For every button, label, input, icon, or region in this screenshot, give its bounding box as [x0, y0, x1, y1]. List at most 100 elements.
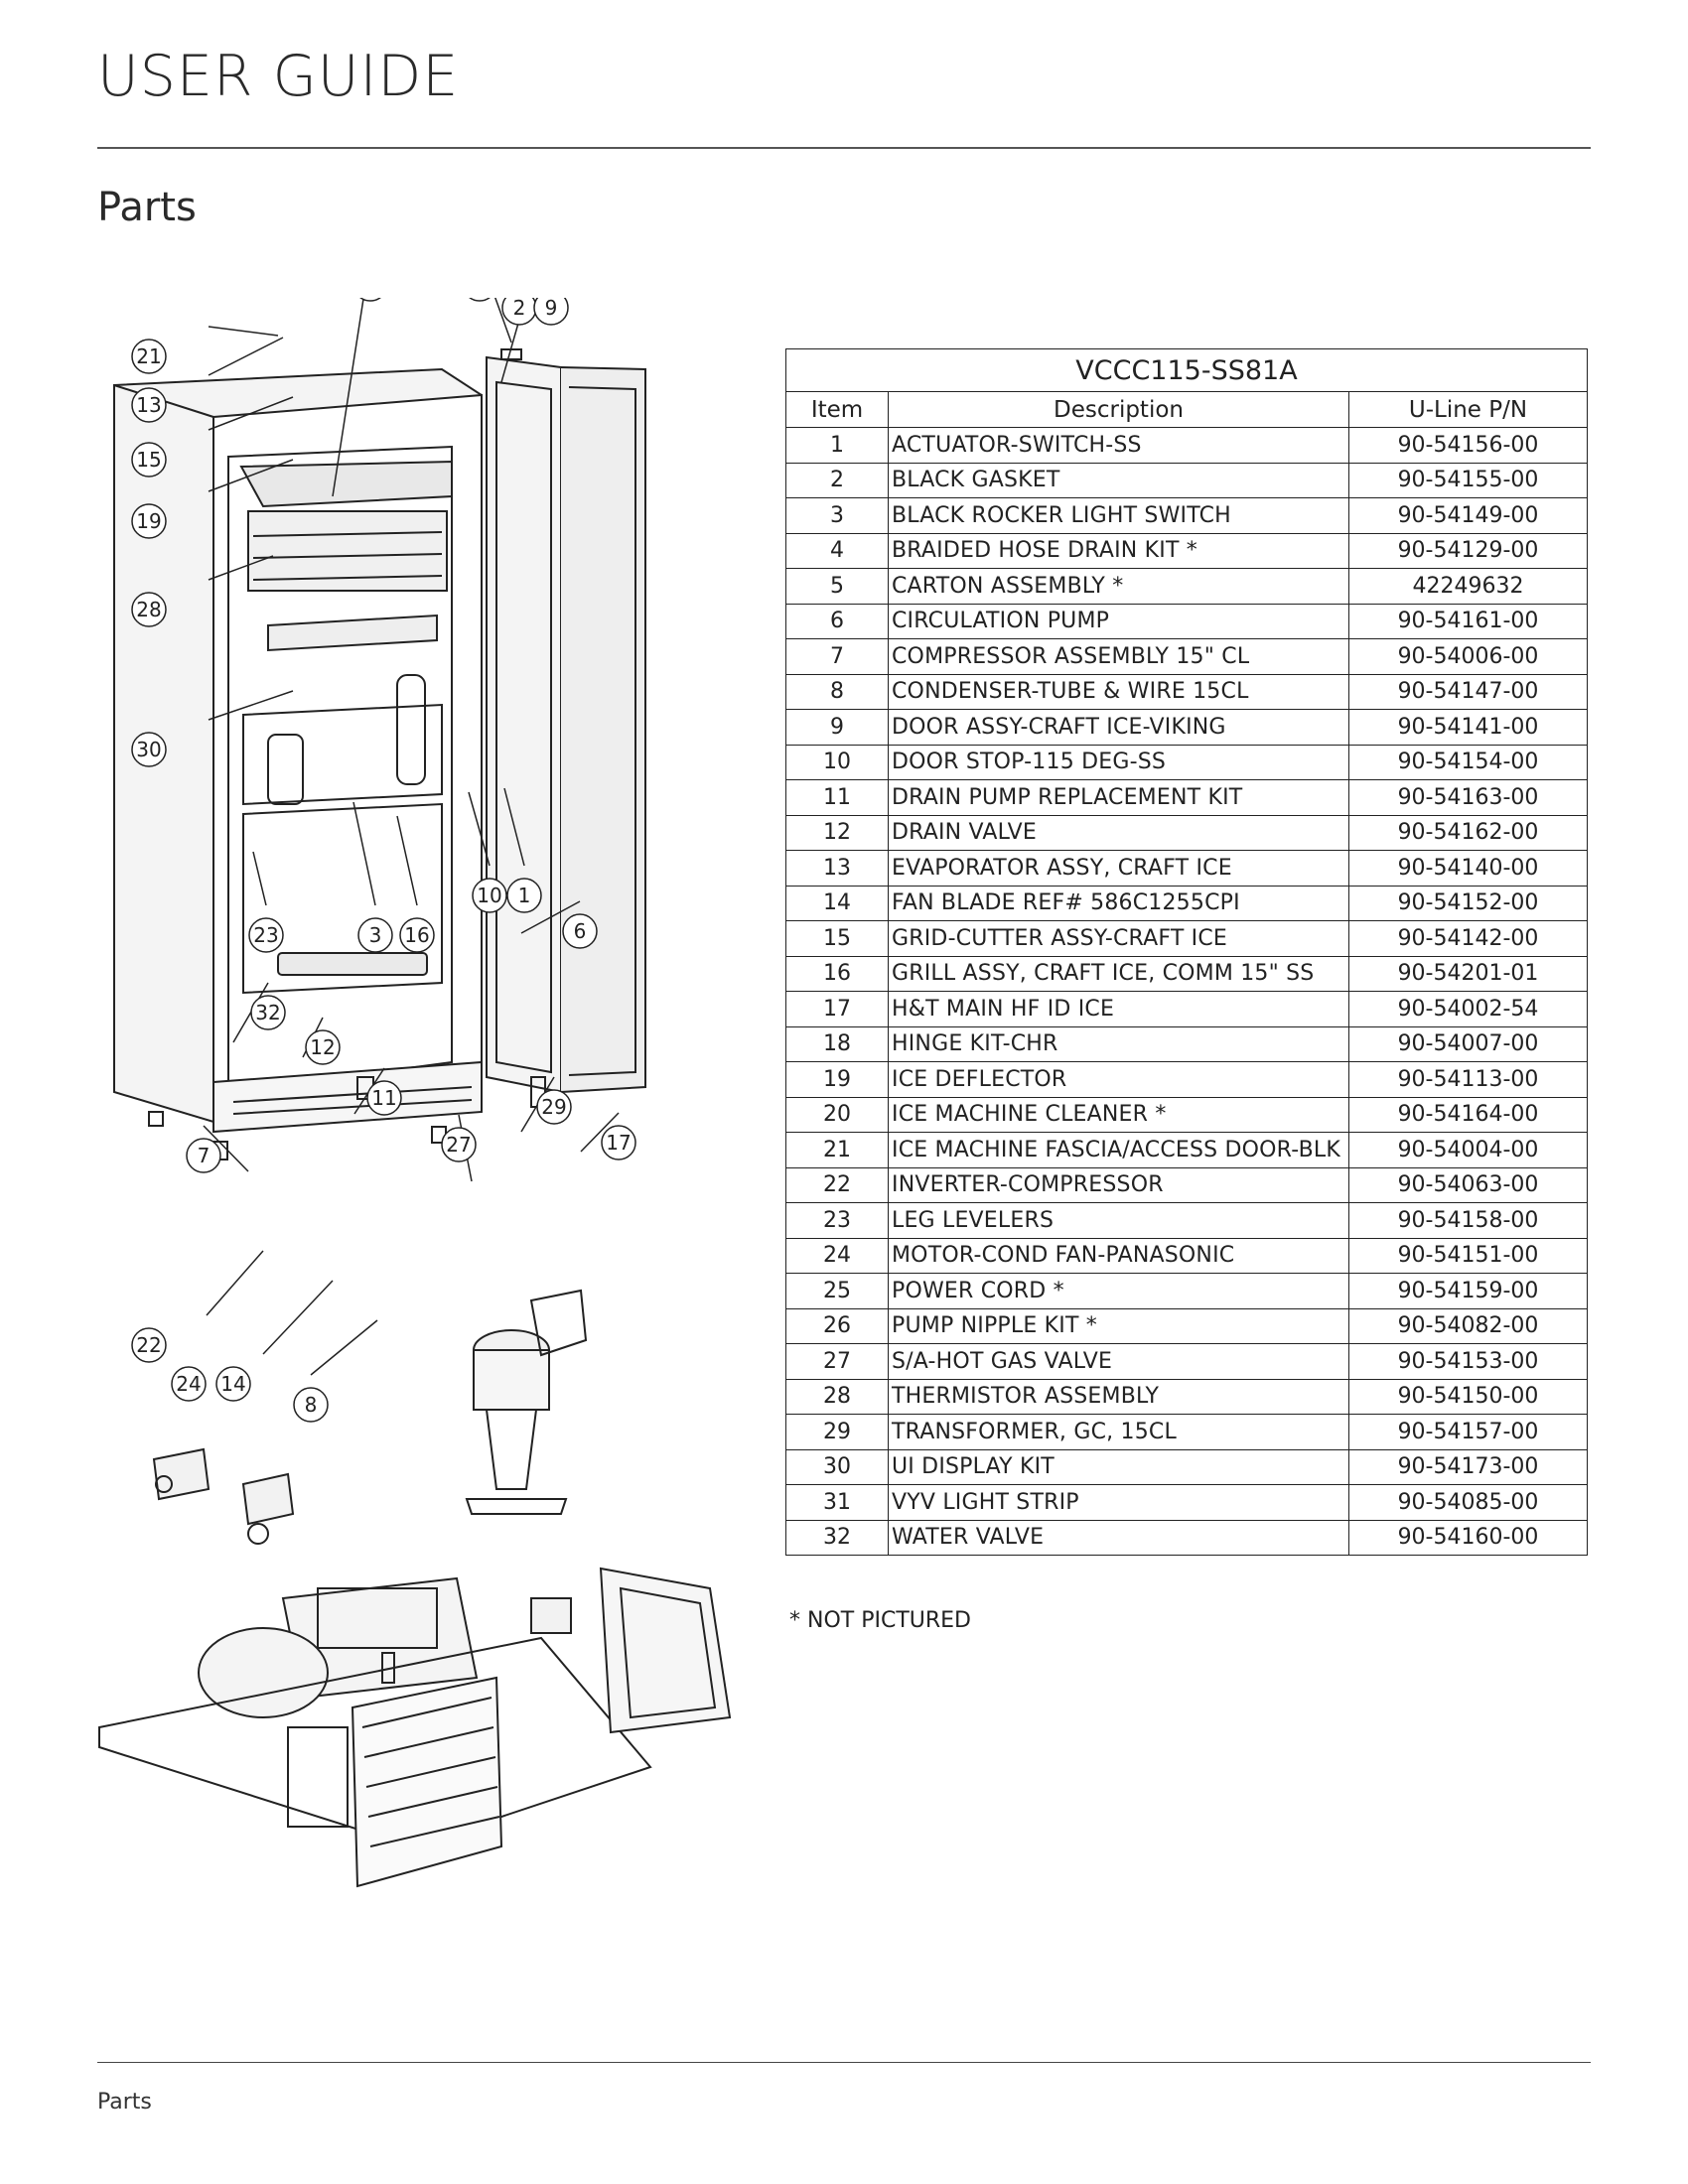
table-cell-item: 13 [785, 850, 889, 887]
callout-circle [536, 1089, 572, 1125]
callout-circle [131, 503, 167, 539]
callout-label: 3 [369, 923, 382, 947]
callout-label: 19 [136, 509, 161, 533]
table-cell-part-number: 90-54004-00 [1348, 1132, 1588, 1168]
callout-circle [131, 1327, 167, 1363]
table-cell-item: 11 [785, 779, 889, 816]
callout-label: 14 [220, 1372, 245, 1396]
table-cell-item: 29 [785, 1414, 889, 1450]
table-cell-description: DOOR ASSY-CRAFT ICE-VIKING [888, 709, 1349, 746]
table-cell-part-number: 90-54085-00 [1348, 1484, 1588, 1521]
table-cell-description: ICE DEFLECTOR [888, 1061, 1349, 1098]
model-number-header: VCCC115-SS81A [785, 348, 1588, 392]
table-cell-item: 26 [785, 1307, 889, 1344]
table-cell-item: 28 [785, 1378, 889, 1415]
components-drawing [98, 1289, 732, 1888]
table-cell-item: 32 [785, 1519, 889, 1556]
callout-circle [562, 913, 598, 949]
table-cell-item: 14 [785, 885, 889, 921]
table-cell-item: 27 [785, 1343, 889, 1380]
table-cell-part-number: 90-54201-01 [1348, 955, 1588, 992]
table-cell-part-number: 90-54151-00 [1348, 1237, 1588, 1274]
table-cell-description: H&T MAIN HF ID ICE [888, 991, 1349, 1027]
table-cell-part-number: 90-54002-54 [1348, 991, 1588, 1027]
table-cell-description: DOOR STOP-115 DEG-SS [888, 744, 1349, 780]
callout-circle [366, 1080, 402, 1116]
table-cell-description: GRILL ASSY, CRAFT ICE, COMM 15" SS [888, 955, 1349, 992]
table-cell-description: GRID-CUTTER ASSY-CRAFT ICE [888, 920, 1349, 957]
table-cell-item: 21 [785, 1132, 889, 1168]
callout-label: 24 [176, 1372, 201, 1396]
table-cell-description: HINGE KIT-CHR [888, 1025, 1349, 1062]
callout-label: 32 [255, 1001, 280, 1024]
callout-circle [250, 995, 286, 1030]
not-pictured-footnote: * NOT PICTURED [789, 1608, 971, 1633]
table-cell-part-number: 90-54149-00 [1348, 497, 1588, 534]
table-cell-item: 19 [785, 1061, 889, 1098]
column-header-item: Item [785, 391, 889, 428]
callout-circle [469, 298, 491, 302]
callout-circle [293, 1387, 329, 1423]
table-cell-part-number: 90-54150-00 [1348, 1378, 1588, 1415]
table-cell-item: 2 [785, 462, 889, 498]
callout-circle [441, 1127, 477, 1162]
table-cell-item: 5 [785, 568, 889, 605]
table-cell-item: 20 [785, 1096, 889, 1133]
table-cell-description: S/A-HOT GAS VALVE [888, 1343, 1349, 1380]
callout-label: 2 [513, 298, 526, 320]
table-cell-description: BLACK GASKET [888, 462, 1349, 498]
callout-circle [506, 878, 542, 913]
table-cell-part-number: 90-54164-00 [1348, 1096, 1588, 1133]
parts-exploded-diagram: 3118292113151928301012331663212112972717… [98, 298, 732, 1888]
table-cell-description: BLACK ROCKER LIGHT SWITCH [888, 497, 1349, 534]
table-cell-description: EVAPORATOR ASSY, CRAFT ICE [888, 850, 1349, 887]
callout-circle [215, 1366, 251, 1402]
table-cell-part-number: 90-54157-00 [1348, 1414, 1588, 1450]
callout-label: 23 [253, 923, 278, 947]
footer-divider [97, 2062, 1591, 2063]
table-cell-part-number: 90-54142-00 [1348, 920, 1588, 957]
callout-label: 28 [136, 598, 161, 621]
callout-circle [359, 298, 381, 302]
table-cell-item: 17 [785, 991, 889, 1027]
callout-circle [357, 917, 393, 953]
column-header-description: Description [888, 391, 1349, 428]
table-cell-item: 18 [785, 1025, 889, 1062]
header-divider [97, 147, 1591, 149]
table-cell-description: DRAIN PUMP REPLACEMENT KIT [888, 779, 1349, 816]
callout-label: 1 [518, 884, 531, 907]
table-cell-part-number: 90-54158-00 [1348, 1202, 1588, 1239]
table-cell-part-number: 90-54063-00 [1348, 1166, 1588, 1203]
section-title: Parts [97, 185, 197, 230]
callout-label: 30 [136, 738, 161, 761]
callout-circle [533, 298, 569, 326]
table-cell-part-number: 90-54140-00 [1348, 850, 1588, 887]
table-cell-description: LEG LEVELERS [888, 1202, 1349, 1239]
table-cell-description: BRAIDED HOSE DRAIN KIT * [888, 532, 1349, 569]
table-cell-description: UI DISPLAY KIT [888, 1448, 1349, 1485]
table-cell-item: 23 [785, 1202, 889, 1239]
table-cell-description: PUMP NIPPLE KIT * [888, 1307, 1349, 1344]
table-cell-description: ICE MACHINE FASCIA/ACCESS DOOR-BLK [888, 1132, 1349, 1168]
table-cell-part-number: 90-54113-00 [1348, 1061, 1588, 1098]
callout-label: 6 [574, 919, 587, 943]
table-cell-description: FAN BLADE REF# 586C1255CPI [888, 885, 1349, 921]
table-cell-description: COMPRESSOR ASSEMBLY 15" CL [888, 638, 1349, 675]
table-cell-description: POWER CORD * [888, 1273, 1349, 1309]
callout-circle [305, 1029, 341, 1065]
callout-label: 21 [136, 344, 161, 368]
